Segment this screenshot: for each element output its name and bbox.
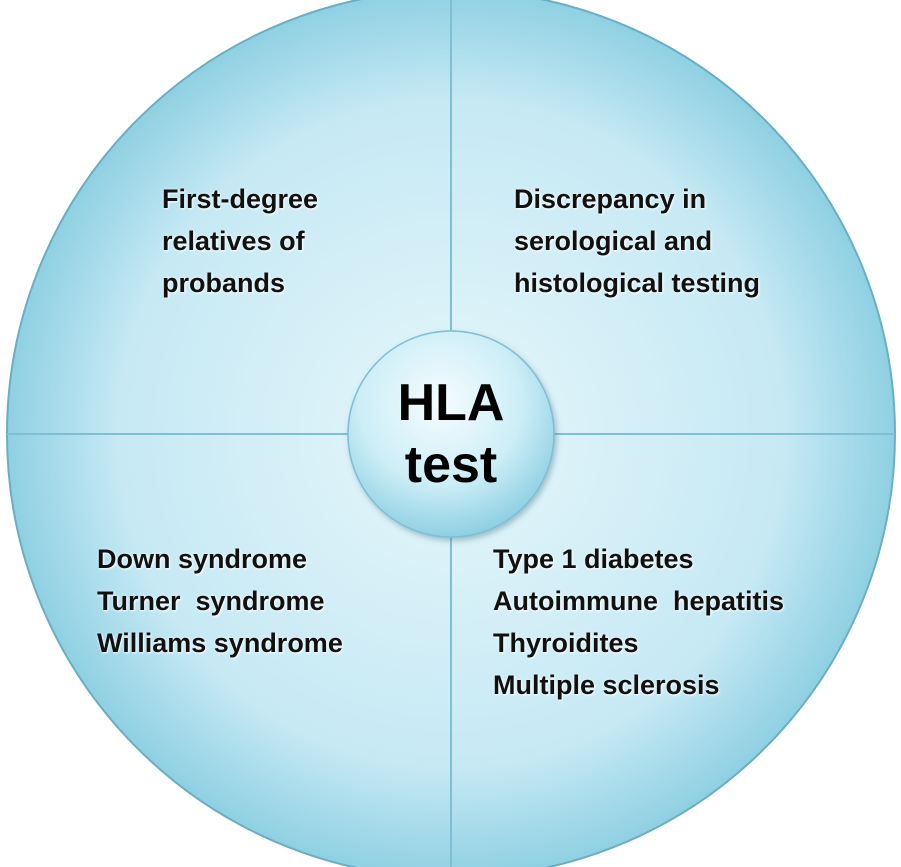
quadrant-line: Discrepancy in (514, 184, 707, 214)
center-label-line-2: test (404, 436, 498, 494)
center-label-line-1: HLA (397, 374, 505, 432)
quadrant-line: First-degree (162, 184, 319, 214)
quadrant-line: Down syndrome (97, 544, 308, 574)
quadrant-bottom-right: Type 1 diabetes Autoimmune hepatitis Thy… (493, 538, 784, 706)
quadrant-top-left: First-degree relatives of probands (162, 178, 318, 304)
quadrant-line: Autoimmune hepatitis (493, 586, 785, 616)
quadrant-line: Type 1 diabetes (493, 544, 694, 574)
quadrant-line: relatives of (162, 226, 305, 256)
quadrant-line: serological and (514, 226, 713, 256)
center-label: HLA test (346, 344, 556, 524)
quadrant-line: histological testing (514, 268, 761, 298)
quadrant-line: probands (162, 268, 286, 298)
quadrant-line: Williams syndrome (97, 628, 343, 658)
quadrant-line: Turner syndrome (97, 586, 325, 616)
quadrant-bottom-left: Down syndrome Turner syndrome Williams s… (97, 538, 343, 664)
center-circle (347, 330, 555, 538)
quadrant-line: Multiple sclerosis (493, 670, 720, 700)
quadrant-line: Thyroidites (493, 628, 639, 658)
quadrant-top-right: Discrepancy in serological and histologi… (514, 178, 760, 304)
